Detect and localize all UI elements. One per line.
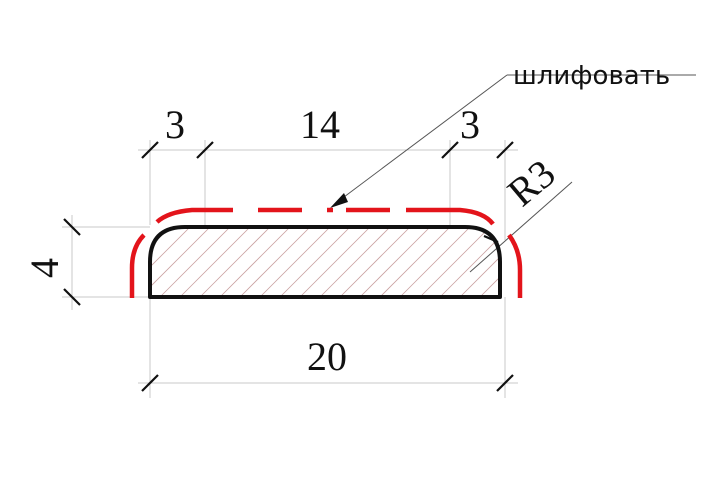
hatch-line [150,227,196,297]
dim-right-edge: 3 [460,102,480,147]
note-leader [330,74,696,208]
dimension-lines [71,149,518,384]
hatch-line [540,222,615,297]
hatch-line [219,227,296,297]
hatch-line [159,227,236,297]
grind-indication-line [129,207,523,298]
hatch-line [439,227,500,297]
hatch-line [379,227,456,297]
dim-total-width: 20 [307,334,347,379]
hatch-line [560,222,635,297]
hatch-line [299,227,376,297]
profile-outline [148,225,502,299]
hatch-line [150,227,216,297]
hatch-line [279,227,356,297]
dim-left-edge: 3 [165,102,185,147]
hatch-line [179,227,256,297]
grind-note: шлифовать [513,61,670,91]
dim-middle-flat: 14 [300,102,340,147]
hatch-line [399,227,476,297]
hatch-line [499,227,500,297]
hatch-line [459,227,500,297]
extension-lines [62,140,506,398]
section-hatching [150,222,635,297]
dim-height: 4 [22,258,67,278]
hatch-line [259,227,336,297]
hatch-line [339,227,416,297]
hatch-line [479,227,500,297]
dimension-ticks [63,141,514,392]
hatch-line [359,227,436,297]
hatch-line [199,227,276,297]
dim-radius: R3 [499,150,564,214]
hatch-line [319,227,396,297]
hatch-line [239,227,316,297]
hatch-line [520,222,595,297]
hatch-line [419,227,496,297]
